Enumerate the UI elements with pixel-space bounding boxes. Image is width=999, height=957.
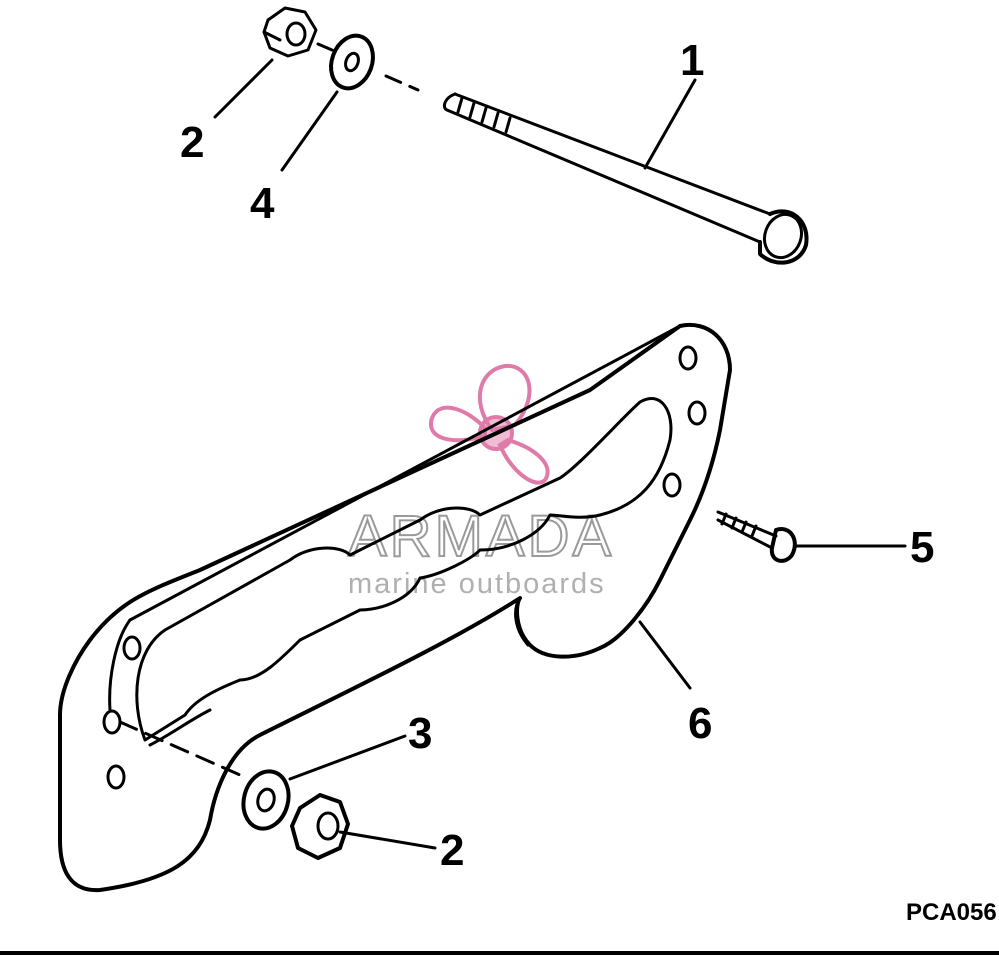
- callout-2-top: 2: [180, 118, 204, 167]
- figure-code: PCA056: [906, 899, 997, 926]
- callout-6: 6: [688, 699, 712, 748]
- washer-icon: [316, 33, 375, 91]
- bolt-hole-icon: [102, 345, 707, 790]
- nut-icon: [290, 793, 350, 860]
- armada-watermark: ARMADA marine outboards: [347, 363, 612, 600]
- callout-4: 4: [250, 179, 275, 228]
- bolt-icon: [442, 92, 809, 265]
- watermark-tagline: marine outboards: [348, 568, 606, 600]
- callout-1: 1: [680, 36, 704, 85]
- washer-icon: [241, 769, 291, 831]
- nut-icon: [262, 6, 318, 58]
- mounting-plate-icon: [58, 322, 732, 893]
- callout-5: 5: [910, 523, 934, 572]
- bottom-border: [0, 951, 999, 955]
- screw-icon: [716, 510, 797, 563]
- propeller-logo-icon: [429, 363, 550, 485]
- leader-lines: [213, 58, 907, 850]
- callout-2-bottom: 2: [440, 826, 464, 875]
- callout-3: 3: [408, 709, 432, 758]
